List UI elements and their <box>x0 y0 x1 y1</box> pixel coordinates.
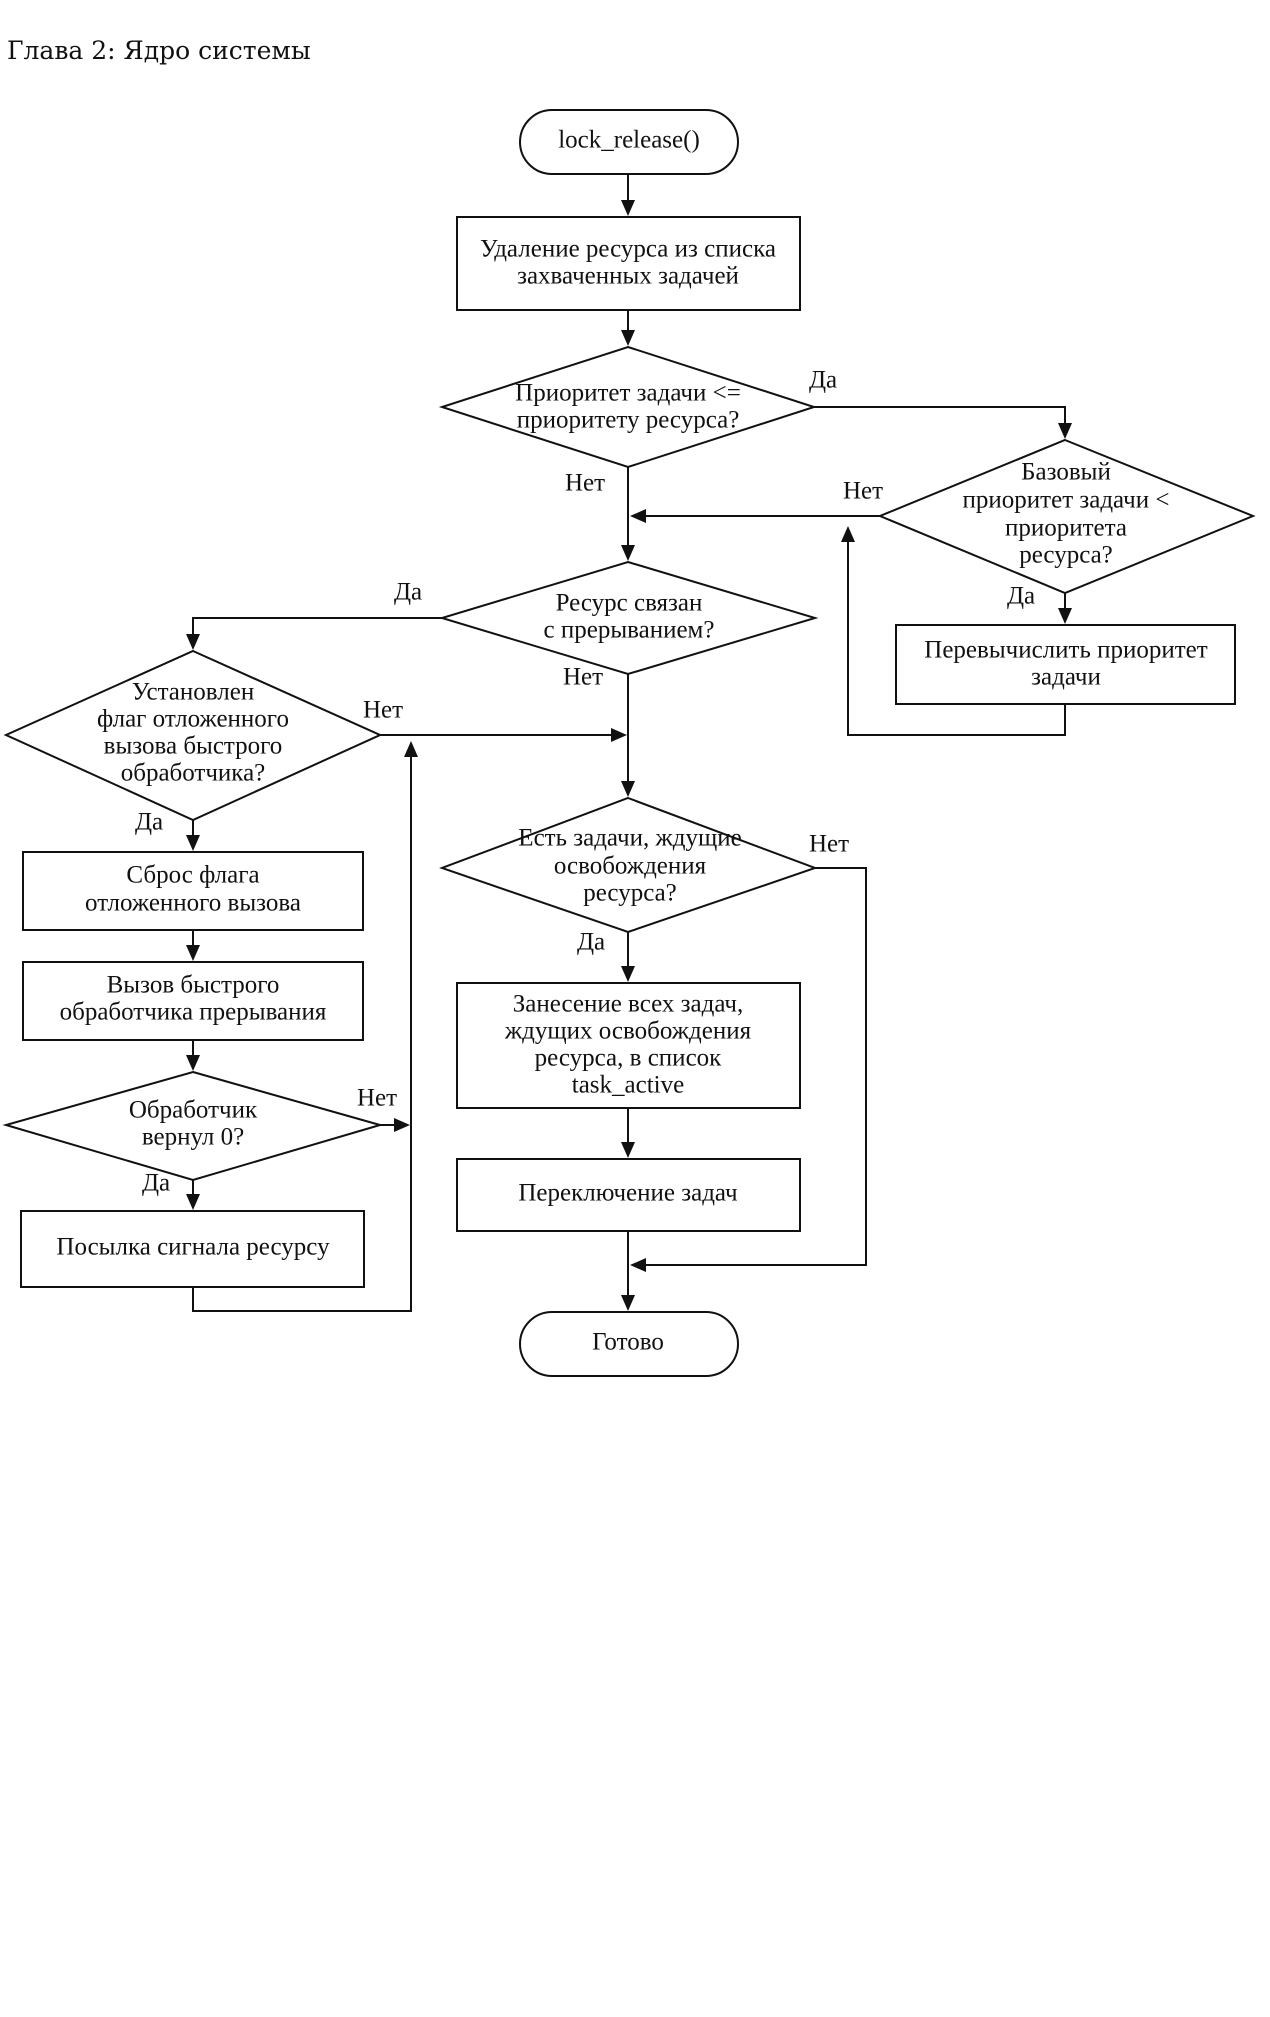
node-switch-tasks-label: Переключение задач <box>518 1180 737 1207</box>
decision-waiting-tasks-line3: ресурса? <box>583 880 677 907</box>
node-send-signal: Посылка сигнала ресурсу <box>20 1210 365 1288</box>
label-yes-waiting: Да <box>577 929 605 956</box>
node-recalc-priority-line2: задачи <box>1031 664 1101 691</box>
label-no-handler: Нет <box>357 1085 397 1112</box>
decision-deferred-flag-line2: флаг отложенного <box>97 706 289 733</box>
decision-handler-returned-line1: Обработчик <box>129 1097 258 1124</box>
node-start: lock_release() <box>519 109 739 175</box>
label-yes-deferred: Да <box>135 809 163 836</box>
node-move-tasks-line2: ждущих освобождения <box>504 1018 752 1045</box>
label-no-priority: Нет <box>565 470 605 497</box>
node-remove-resource-line2: захваченных задачей <box>517 263 739 290</box>
decision-priority-check: Приоритет задачи <= приоритету ресурса? <box>438 345 818 469</box>
node-call-handler-line2: обработчика прерывания <box>60 999 327 1026</box>
branch-labels: Да Нет Нет Да Да Нет Нет Да Нет Да Да Не… <box>135 367 1035 1197</box>
decision-irq-check: Ресурс связан с прерыванием? <box>438 560 819 676</box>
decision-irq-check-line2: с прерыванием? <box>544 617 715 644</box>
node-send-signal-label: Посылка сигнала ресурсу <box>56 1234 330 1261</box>
connectors <box>186 174 1072 1312</box>
label-yes-priority: Да <box>809 367 837 394</box>
node-reset-flag: Сброс флага отложенного вызова <box>22 851 364 931</box>
decision-base-priority-line1: Базовый <box>1021 459 1111 486</box>
decision-waiting-tasks-line2: освобождения <box>554 853 707 880</box>
decision-base-priority-line4: ресурса? <box>1019 542 1113 569</box>
node-recalc-priority-line1: Перевычислить приоритет <box>924 637 1207 664</box>
node-recalc-priority: Перевычислить приоритет задачи <box>895 624 1236 705</box>
decision-waiting-tasks: Есть задачи, ждущие освобождения ресурса… <box>439 796 818 934</box>
decision-irq-check-line1: Ресурс связан <box>556 590 703 617</box>
node-remove-resource-line1: Удаление ресурса из списка <box>480 236 776 263</box>
label-no-base-priority: Нет <box>843 478 883 505</box>
node-start-label: lock_release() <box>558 127 700 154</box>
label-yes-base-priority: Да <box>1007 583 1035 610</box>
node-move-tasks-line1: Занесение всех задач, <box>513 991 744 1018</box>
label-no-deferred: Нет <box>363 697 403 724</box>
decision-waiting-tasks-line1: Есть задачи, ждущие <box>518 825 741 852</box>
node-done-label: Готово <box>592 1329 664 1356</box>
node-switch-tasks: Переключение задач <box>456 1158 801 1232</box>
label-yes-handler: Да <box>142 1170 170 1197</box>
decision-handler-returned-line2: вернул 0? <box>142 1124 244 1151</box>
decision-deferred-flag-line4: обработчика? <box>121 760 266 787</box>
decision-base-priority-line2: приоритет задачи < <box>963 487 1170 514</box>
label-yes-irq: Да <box>394 579 422 606</box>
node-call-handler: Вызов быстрого обработчика прерывания <box>22 961 364 1041</box>
node-move-tasks: Занесение всех задач, ждущих освобождени… <box>456 982 801 1109</box>
node-move-tasks-line4: task_active <box>572 1072 684 1099</box>
node-call-handler-line1: Вызов быстрого <box>107 972 280 999</box>
node-remove-resource: Удаление ресурса из списка захваченных з… <box>456 216 801 311</box>
node-reset-flag-line1: Сброс флага <box>126 862 259 889</box>
label-no-waiting: Нет <box>809 831 849 858</box>
page-header: Глава 2: Ядро системы <box>7 36 311 65</box>
node-move-tasks-line3: ресурса, в список <box>535 1045 722 1072</box>
decision-handler-returned: Обработчик вернул 0? <box>2 1070 384 1182</box>
decision-deferred-flag-line3: вызова быстрого <box>104 733 283 760</box>
node-reset-flag-line2: отложенного вызова <box>85 890 301 917</box>
decision-deferred-flag-line1: Установлен <box>132 679 254 706</box>
label-no-irq: Нет <box>563 664 603 691</box>
node-done: Готово <box>519 1311 739 1377</box>
decision-base-priority: Базовый приоритет задачи < приоритета ре… <box>877 438 1256 595</box>
decision-priority-check-line1: Приоритет задачи <= <box>515 380 741 407</box>
decision-priority-check-line2: приоритету ресурса? <box>517 407 740 434</box>
decision-deferred-flag: Установлен флаг отложенного вызова быстр… <box>3 649 383 822</box>
decision-base-priority-line3: приоритета <box>1005 515 1127 542</box>
